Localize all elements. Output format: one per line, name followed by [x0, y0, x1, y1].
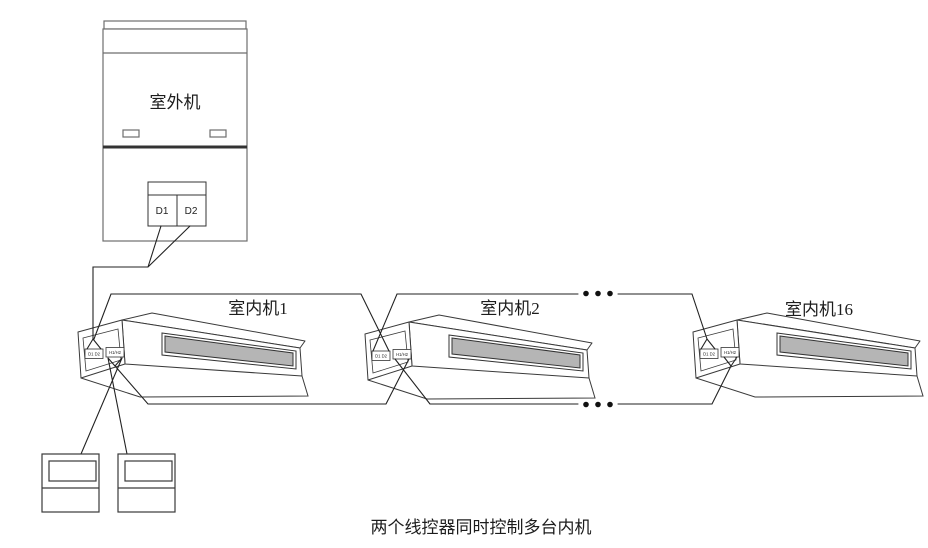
- vent-slot-right-icon: [209, 129, 227, 138]
- outdoor-unit-label: 室外机: [150, 93, 201, 112]
- controller-1-screen: [48, 460, 97, 482]
- controller-bus-wire: [80, 356, 738, 455]
- outdoor-terminal-block: D1 D2: [147, 181, 207, 227]
- terminal-d2-label: D2: [185, 206, 198, 217]
- continuation-dots-bottom-icon: [583, 401, 613, 408]
- wired-controller-1: [41, 453, 100, 513]
- wired-controller-2: [117, 453, 176, 513]
- indoor-unit-2-label: 室内机2: [480, 299, 540, 318]
- diagram-caption: 两个线控器同时控制多台内机: [371, 518, 592, 537]
- indoor-unit-1-label: 室内机1: [228, 299, 288, 318]
- terminal-d1-label: D1: [156, 206, 169, 217]
- continuation-dots-top-icon: [583, 290, 613, 297]
- outdoor-unit: 室外机 D1 D2: [102, 20, 248, 242]
- indoor-unit-16-label: 室内机16: [785, 300, 853, 319]
- outdoor-to-indoor1-comm-wire: [86, 225, 191, 350]
- outdoor-unit-cap: [103, 20, 247, 30]
- vent-slot-left-icon: [122, 129, 140, 138]
- comm-bus-wire: [93, 293, 716, 352]
- controller-2-screen: [124, 460, 173, 482]
